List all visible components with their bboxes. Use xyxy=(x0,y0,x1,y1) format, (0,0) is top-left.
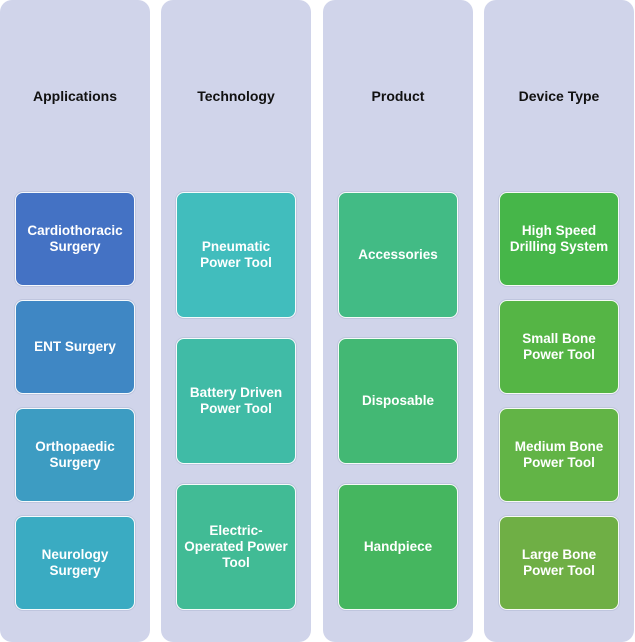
item-pneumatic-power-tool: Pneumatic Power Tool xyxy=(176,192,296,318)
item-medium-bone-power-tool: Medium Bone Power Tool xyxy=(499,408,619,502)
item-battery-driven-power-tool: Battery Driven Power Tool xyxy=(176,338,296,464)
item-ent-surgery: ENT Surgery xyxy=(15,300,135,394)
item-handpiece: Handpiece xyxy=(338,484,458,610)
column-applications: Applications Cardiothoracic Surgery ENT … xyxy=(0,0,150,642)
item-orthopaedic-surgery: Orthopaedic Surgery xyxy=(15,408,135,502)
column-title: Device Type xyxy=(518,88,600,104)
item-electric-operated-power-tool: Electric-Operated Power Tool xyxy=(176,484,296,610)
item-cardiothoracic-surgery: Cardiothoracic Surgery xyxy=(15,192,135,286)
item-large-bone-power-tool: Large Bone Power Tool xyxy=(499,516,619,610)
column-title: Technology xyxy=(197,88,275,104)
column-technology: Technology Pneumatic Power Tool Battery … xyxy=(161,0,311,642)
item-small-bone-power-tool: Small Bone Power Tool xyxy=(499,300,619,394)
column-title: Applications xyxy=(32,88,117,104)
column-title: Product xyxy=(371,88,425,104)
column-device-type: Device Type High Speed Drilling System S… xyxy=(484,0,634,642)
item-disposable: Disposable xyxy=(338,338,458,464)
item-accessories: Accessories xyxy=(338,192,458,318)
item-neurology-surgery: Neurology Surgery xyxy=(15,516,135,610)
column-product: Product Accessories Disposable Handpiece xyxy=(323,0,473,642)
item-high-speed-drilling-system: High Speed Drilling System xyxy=(499,192,619,286)
